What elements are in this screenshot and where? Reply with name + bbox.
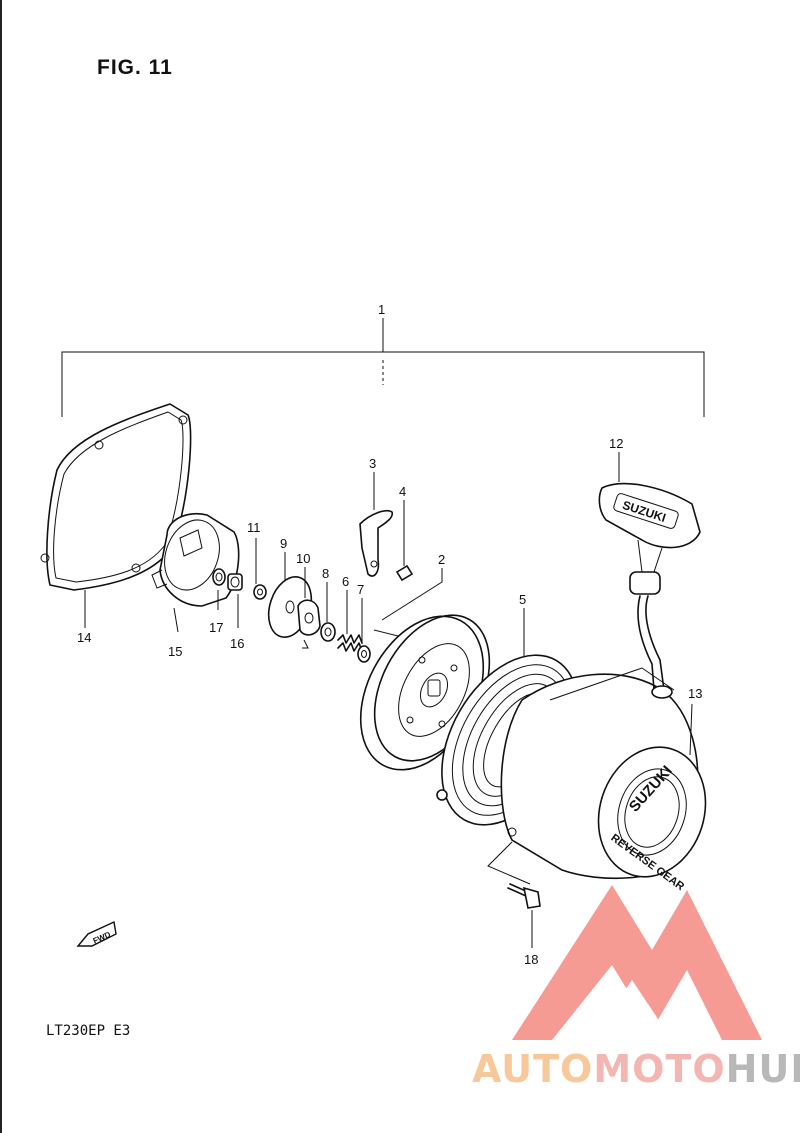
bolt-18-part [487,841,541,948]
callout-8: 8 [322,566,329,581]
fwd-arrow-icon: FWD [76,920,117,947]
callout-5: 5 [519,592,526,607]
callout-11: 11 [247,520,261,535]
callout-7: 7 [357,582,364,597]
watermark-auto: AUTO [472,1047,594,1091]
ratchet-guide-part [359,472,394,577]
bolt-16-part [227,573,243,628]
watermark-logo [512,885,762,1040]
callout-4: 4 [399,484,406,499]
callout-16: 16 [230,636,244,651]
case-part: SUZUKI REVERSE GEAR [436,667,707,893]
watermark-wordmark: AUTOMOTOHUB [472,1047,800,1091]
model-code: LT230EP E3 [46,1023,131,1039]
washer-8-part [320,582,336,642]
callout-6: 6 [342,574,349,589]
nut-part [253,538,267,600]
gasket-part [40,403,192,628]
pin-part [395,500,414,582]
ratchet-part [297,567,321,649]
callout-1: 1 [378,302,385,317]
washer-17-part [212,568,226,610]
callout-3: 3 [369,456,376,471]
figure-title: FIG. 11 [97,56,173,79]
watermark-hub: HUB [725,1047,800,1091]
callout-2: 2 [438,552,445,567]
watermark-moto: MOTO [593,1047,726,1091]
callout-18: 18 [524,952,538,967]
callout-13: 13 [688,686,702,701]
washer-7-part [357,598,371,663]
callout-12: 12 [609,436,623,451]
callout-15: 15 [168,644,182,659]
spring-small-part [337,590,363,652]
starter-cup-part [151,513,240,633]
handle-part: SUZUKI [598,452,701,699]
callout-10: 10 [296,551,310,566]
assembly-bracket [61,318,705,417]
callout-14: 14 [77,630,91,645]
callout-labels: 1 3 4 2 5 12 13 11 9 10 8 6 7 14 15 17 1… [77,302,702,967]
callout-17: 17 [209,620,223,635]
callout-9: 9 [280,536,287,551]
